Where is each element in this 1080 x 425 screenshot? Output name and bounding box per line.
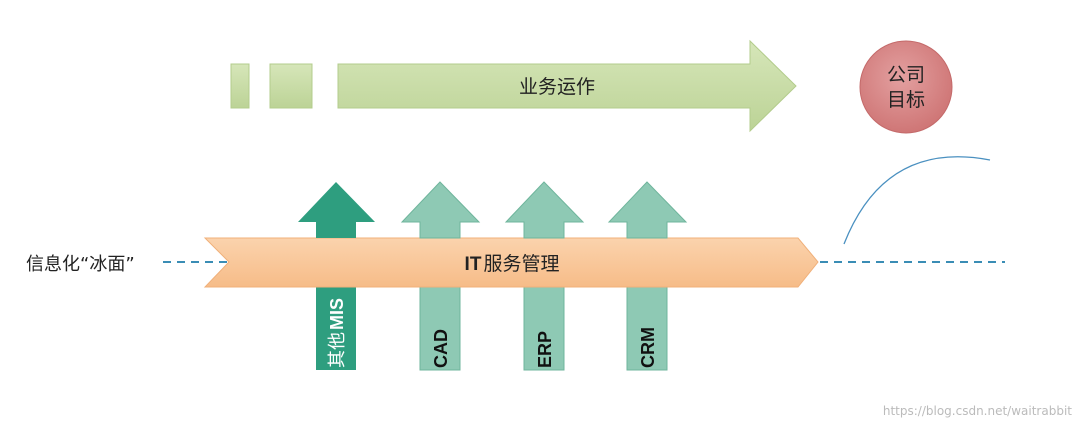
- mis-arrow-head: [298, 182, 375, 238]
- mis-suffix: MIS: [327, 298, 347, 330]
- company-goal-line2: 目标: [887, 89, 925, 111]
- mis-prefix: 其他: [327, 332, 348, 368]
- ice-surface-label: 信息化“冰面”: [26, 254, 135, 275]
- mis-arrow-shaft-lower: [316, 280, 356, 370]
- company-goal: 公司 目标: [859, 40, 953, 134]
- decorative-arc: [843, 156, 991, 245]
- business-block-small: [230, 63, 250, 109]
- it-prefix: IT: [465, 254, 482, 275]
- erp-system-label: ERP: [535, 331, 555, 368]
- erp-arrow-head: [504, 181, 585, 239]
- system-arrows-upper: [298, 181, 688, 239]
- crm-arrow-head: [607, 181, 688, 239]
- cad-system-label: CAD: [431, 329, 451, 368]
- crm-arrow-shaft-lower: [626, 279, 668, 371]
- business-block-medium: [269, 63, 313, 109]
- company-goal-line1: 公司: [887, 64, 925, 86]
- cad-arrow-shaft-lower: [419, 279, 461, 371]
- business-operation-label: 业务运作: [519, 76, 595, 98]
- system-arrows-lower: [316, 279, 668, 371]
- it-suffix: 服务管理: [483, 253, 559, 275]
- it-band-shape: [203, 237, 819, 288]
- company-goal-circle: [859, 40, 953, 134]
- mis-system-label: 其他MIS: [327, 298, 348, 368]
- cad-arrow-head: [400, 181, 481, 239]
- crm-system-label: CRM: [638, 327, 658, 368]
- watermark: https://blog.csdn.net/waitrabbit: [883, 404, 1072, 418]
- business-operation-arrow: 业务运作: [230, 39, 797, 133]
- business-main-arrow: [337, 39, 797, 133]
